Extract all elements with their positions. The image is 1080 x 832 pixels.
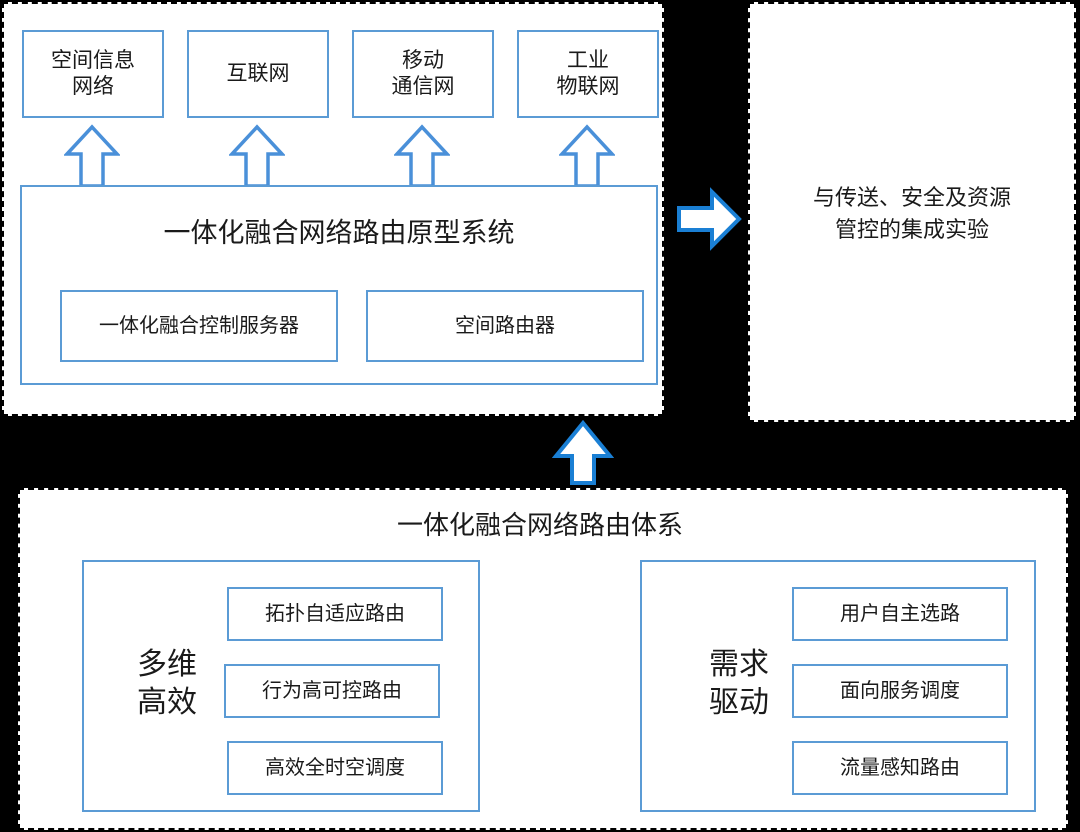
routing-architecture-title: 一体化融合网络路由体系 xyxy=(396,511,683,540)
integration-experiment-text: 与传送、安全及资源 管控的集成实验 xyxy=(812,185,1011,242)
feature-box-label: 流量感知路由 xyxy=(840,756,960,779)
feature-box-traffic-aware-routing[interactable]: 流量感知路由 xyxy=(792,741,1008,795)
arrow-up-icon-mobile-communication xyxy=(394,124,450,186)
group-box-demand-driven[interactable]: 需求 驱动 用户自主选路 面向服务调度 流量感知路由 xyxy=(640,560,1036,812)
group-box-multidimensional-efficiency[interactable]: 多维 高效 拓扑自适应路由 行为高可控路由 高效全时空调度 xyxy=(82,560,480,812)
feature-box-efficient-spatiotemporal-scheduling[interactable]: 高效全时空调度 xyxy=(227,741,443,795)
group-label-demand-driven: 需求 驱动 xyxy=(709,648,769,720)
prototype-system-title: 一体化融合网络路由原型系统 xyxy=(163,218,515,248)
network-box-label: 移动 通信网 xyxy=(391,48,455,98)
feature-box-label: 高效全时空调度 xyxy=(265,756,405,779)
network-box-label: 互联网 xyxy=(226,61,290,86)
prototype-system-box[interactable]: 一体化融合网络路由原型系统 一体化融合控制服务器 空间路由器 xyxy=(20,185,658,385)
network-box-space-information[interactable]: 空间信息 网络 xyxy=(22,30,164,118)
arrow-up-icon-industrial-iot xyxy=(559,124,615,186)
feature-box-label: 行为高可控路由 xyxy=(262,679,402,702)
arrow-up-icon-internet xyxy=(229,124,285,186)
group-label-multidimensional-efficiency: 多维 高效 xyxy=(137,648,197,720)
network-box-label: 工业 物联网 xyxy=(556,48,620,98)
network-box-industrial-iot[interactable]: 工业 物联网 xyxy=(517,30,659,118)
arrow-right-icon-to-integration xyxy=(676,186,742,252)
arrow-up-icon-space-information xyxy=(64,124,120,186)
feature-box-label: 拓扑自适应路由 xyxy=(265,602,405,625)
prototype-system-panel: 空间信息 网络 互联网 移动 通信网 工业 物联网 xyxy=(2,2,664,416)
component-box-space-router[interactable]: 空间路由器 xyxy=(366,290,644,362)
integration-experiment-panel: 与传送、安全及资源 管控的集成实验 xyxy=(748,2,1076,422)
network-box-mobile-communication[interactable]: 移动 通信网 xyxy=(352,30,494,118)
component-box-label: 一体化融合控制服务器 xyxy=(99,314,299,337)
component-box-control-server[interactable]: 一体化融合控制服务器 xyxy=(60,290,338,362)
feature-box-service-oriented-scheduling[interactable]: 面向服务调度 xyxy=(792,664,1008,718)
feature-box-behavior-controllable-routing[interactable]: 行为高可控路由 xyxy=(224,664,440,718)
network-box-label: 空间信息 网络 xyxy=(51,48,135,98)
network-box-internet[interactable]: 互联网 xyxy=(187,30,329,118)
arrow-up-icon-to-prototype xyxy=(552,420,614,486)
feature-box-label: 面向服务调度 xyxy=(840,679,960,702)
feature-box-label: 用户自主选路 xyxy=(840,602,960,625)
feature-box-topology-adaptive-routing[interactable]: 拓扑自适应路由 xyxy=(227,587,443,641)
feature-box-user-autonomous-path-selection[interactable]: 用户自主选路 xyxy=(792,587,1008,641)
component-box-label: 空间路由器 xyxy=(455,314,555,337)
